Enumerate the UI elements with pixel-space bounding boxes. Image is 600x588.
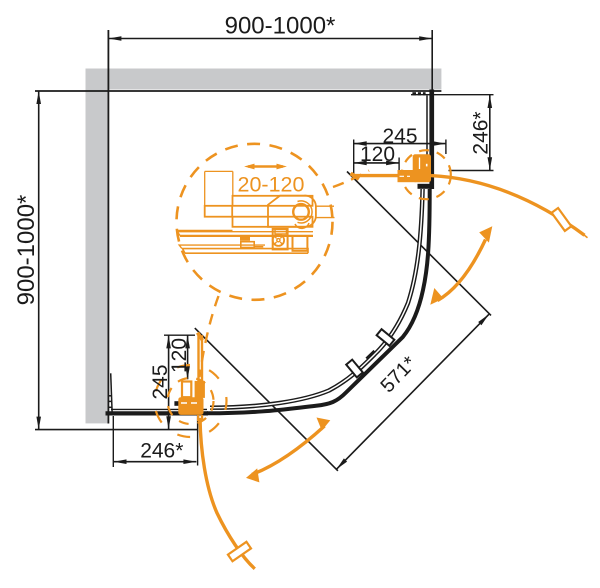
svg-text:20-120: 20-120 [238, 173, 305, 197]
svg-text:245: 245 [382, 125, 417, 148]
svg-text:900-1000*: 900-1000* [13, 195, 40, 306]
svg-text:120: 120 [168, 338, 191, 373]
svg-text:246*: 246* [140, 440, 183, 463]
svg-text:245: 245 [149, 364, 172, 399]
svg-text:120: 120 [360, 143, 395, 166]
svg-text:900-1000*: 900-1000* [225, 13, 336, 40]
svg-text:246*: 246* [470, 111, 493, 154]
